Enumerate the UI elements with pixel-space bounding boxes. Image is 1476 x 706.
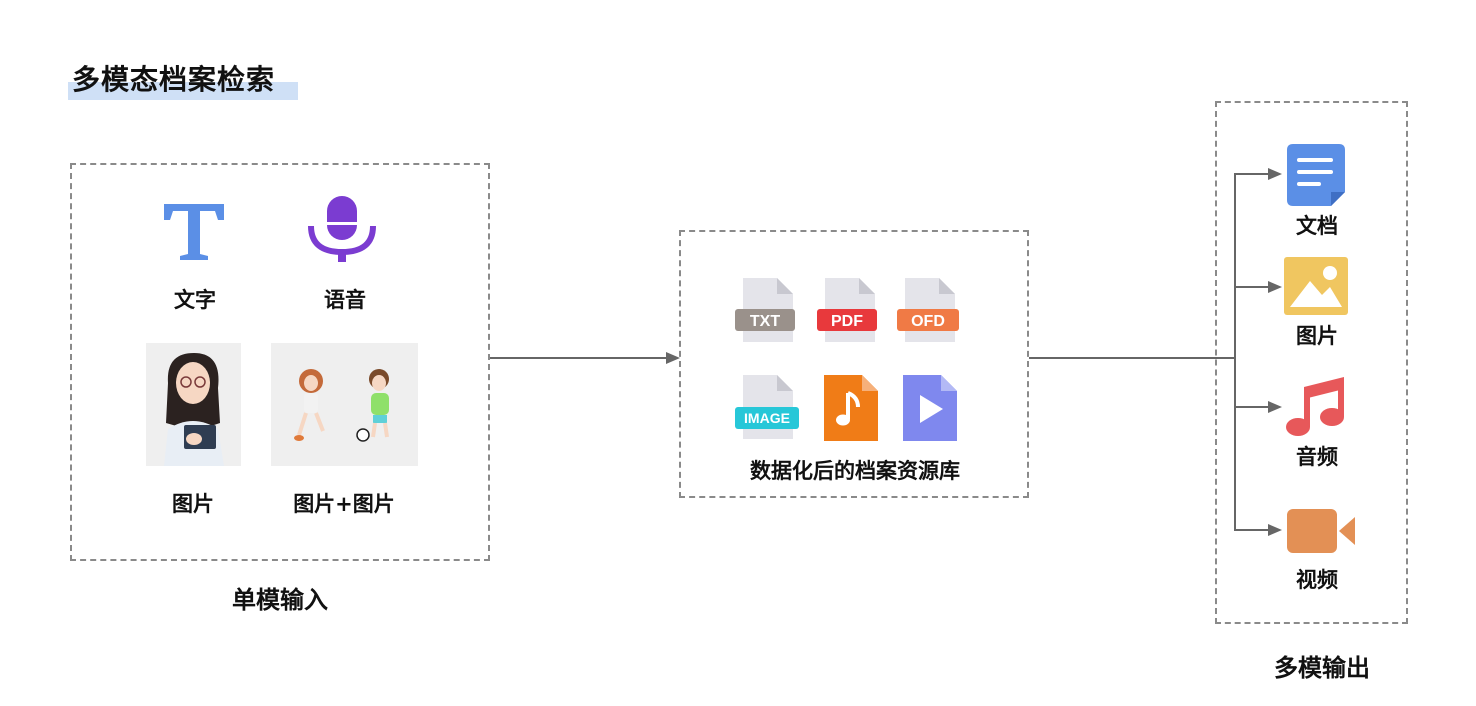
input-label-text: 文字 bbox=[174, 288, 216, 312]
arrow-head-document bbox=[1268, 168, 1282, 180]
output-box bbox=[1215, 101, 1408, 624]
connector-line bbox=[490, 357, 668, 359]
output-label-image: 图片 bbox=[1296, 324, 1338, 348]
output-label-video: 视频 bbox=[1296, 568, 1338, 592]
output-label-audio: 音频 bbox=[1296, 445, 1338, 469]
document-icon bbox=[1287, 144, 1345, 206]
branch-line-image bbox=[1234, 286, 1270, 288]
audio-file-icon bbox=[824, 375, 878, 441]
pdf-file-icon: PDF bbox=[817, 276, 881, 344]
page-title: 多模态档案检索 bbox=[72, 63, 276, 96]
input-caption: 单模输入 bbox=[232, 586, 328, 614]
image-file-icon: IMAGE bbox=[735, 373, 799, 441]
branch-line-audio bbox=[1234, 406, 1270, 408]
output-label-document: 文档 bbox=[1296, 214, 1338, 238]
arrow-head bbox=[666, 352, 680, 364]
input-label-image-pair: 图片+图片 bbox=[293, 492, 395, 516]
arrow-head-video bbox=[1268, 524, 1282, 536]
output-connector-line bbox=[1029, 357, 1235, 359]
output-caption: 多模输出 bbox=[1274, 654, 1370, 682]
file-type-pdf: PDF bbox=[831, 313, 863, 330]
file-type-txt: TXT bbox=[750, 313, 780, 330]
music-note-icon bbox=[1286, 375, 1346, 437]
arrow-head-image bbox=[1268, 281, 1282, 293]
input-label-voice: 语音 bbox=[324, 288, 366, 312]
ofd-file-icon: OFD bbox=[897, 276, 961, 344]
input-box bbox=[70, 163, 490, 561]
txt-file-icon: TXT bbox=[735, 276, 799, 344]
branch-line-video bbox=[1234, 529, 1270, 531]
page-title-wrap: 多模态档案检索 bbox=[68, 58, 298, 100]
portrait-photo bbox=[146, 343, 241, 466]
file-type-ofd: OFD bbox=[911, 313, 945, 330]
library-box bbox=[679, 230, 1029, 498]
input-label-image: 图片 bbox=[172, 492, 214, 516]
two-girls-photo bbox=[271, 343, 418, 466]
text-t-icon bbox=[160, 200, 228, 264]
title-highlight bbox=[68, 82, 298, 100]
branch-line-document bbox=[1234, 173, 1270, 175]
arrow-head-audio bbox=[1268, 401, 1282, 413]
image-icon bbox=[1284, 257, 1348, 315]
output-branch-vertical bbox=[1234, 173, 1236, 531]
microphone-icon bbox=[305, 194, 379, 264]
video-file-icon bbox=[903, 375, 957, 441]
video-camera-icon bbox=[1287, 509, 1357, 553]
library-caption: 数据化后的档案资源库 bbox=[750, 459, 960, 483]
file-type-image: IMAGE bbox=[744, 410, 790, 426]
